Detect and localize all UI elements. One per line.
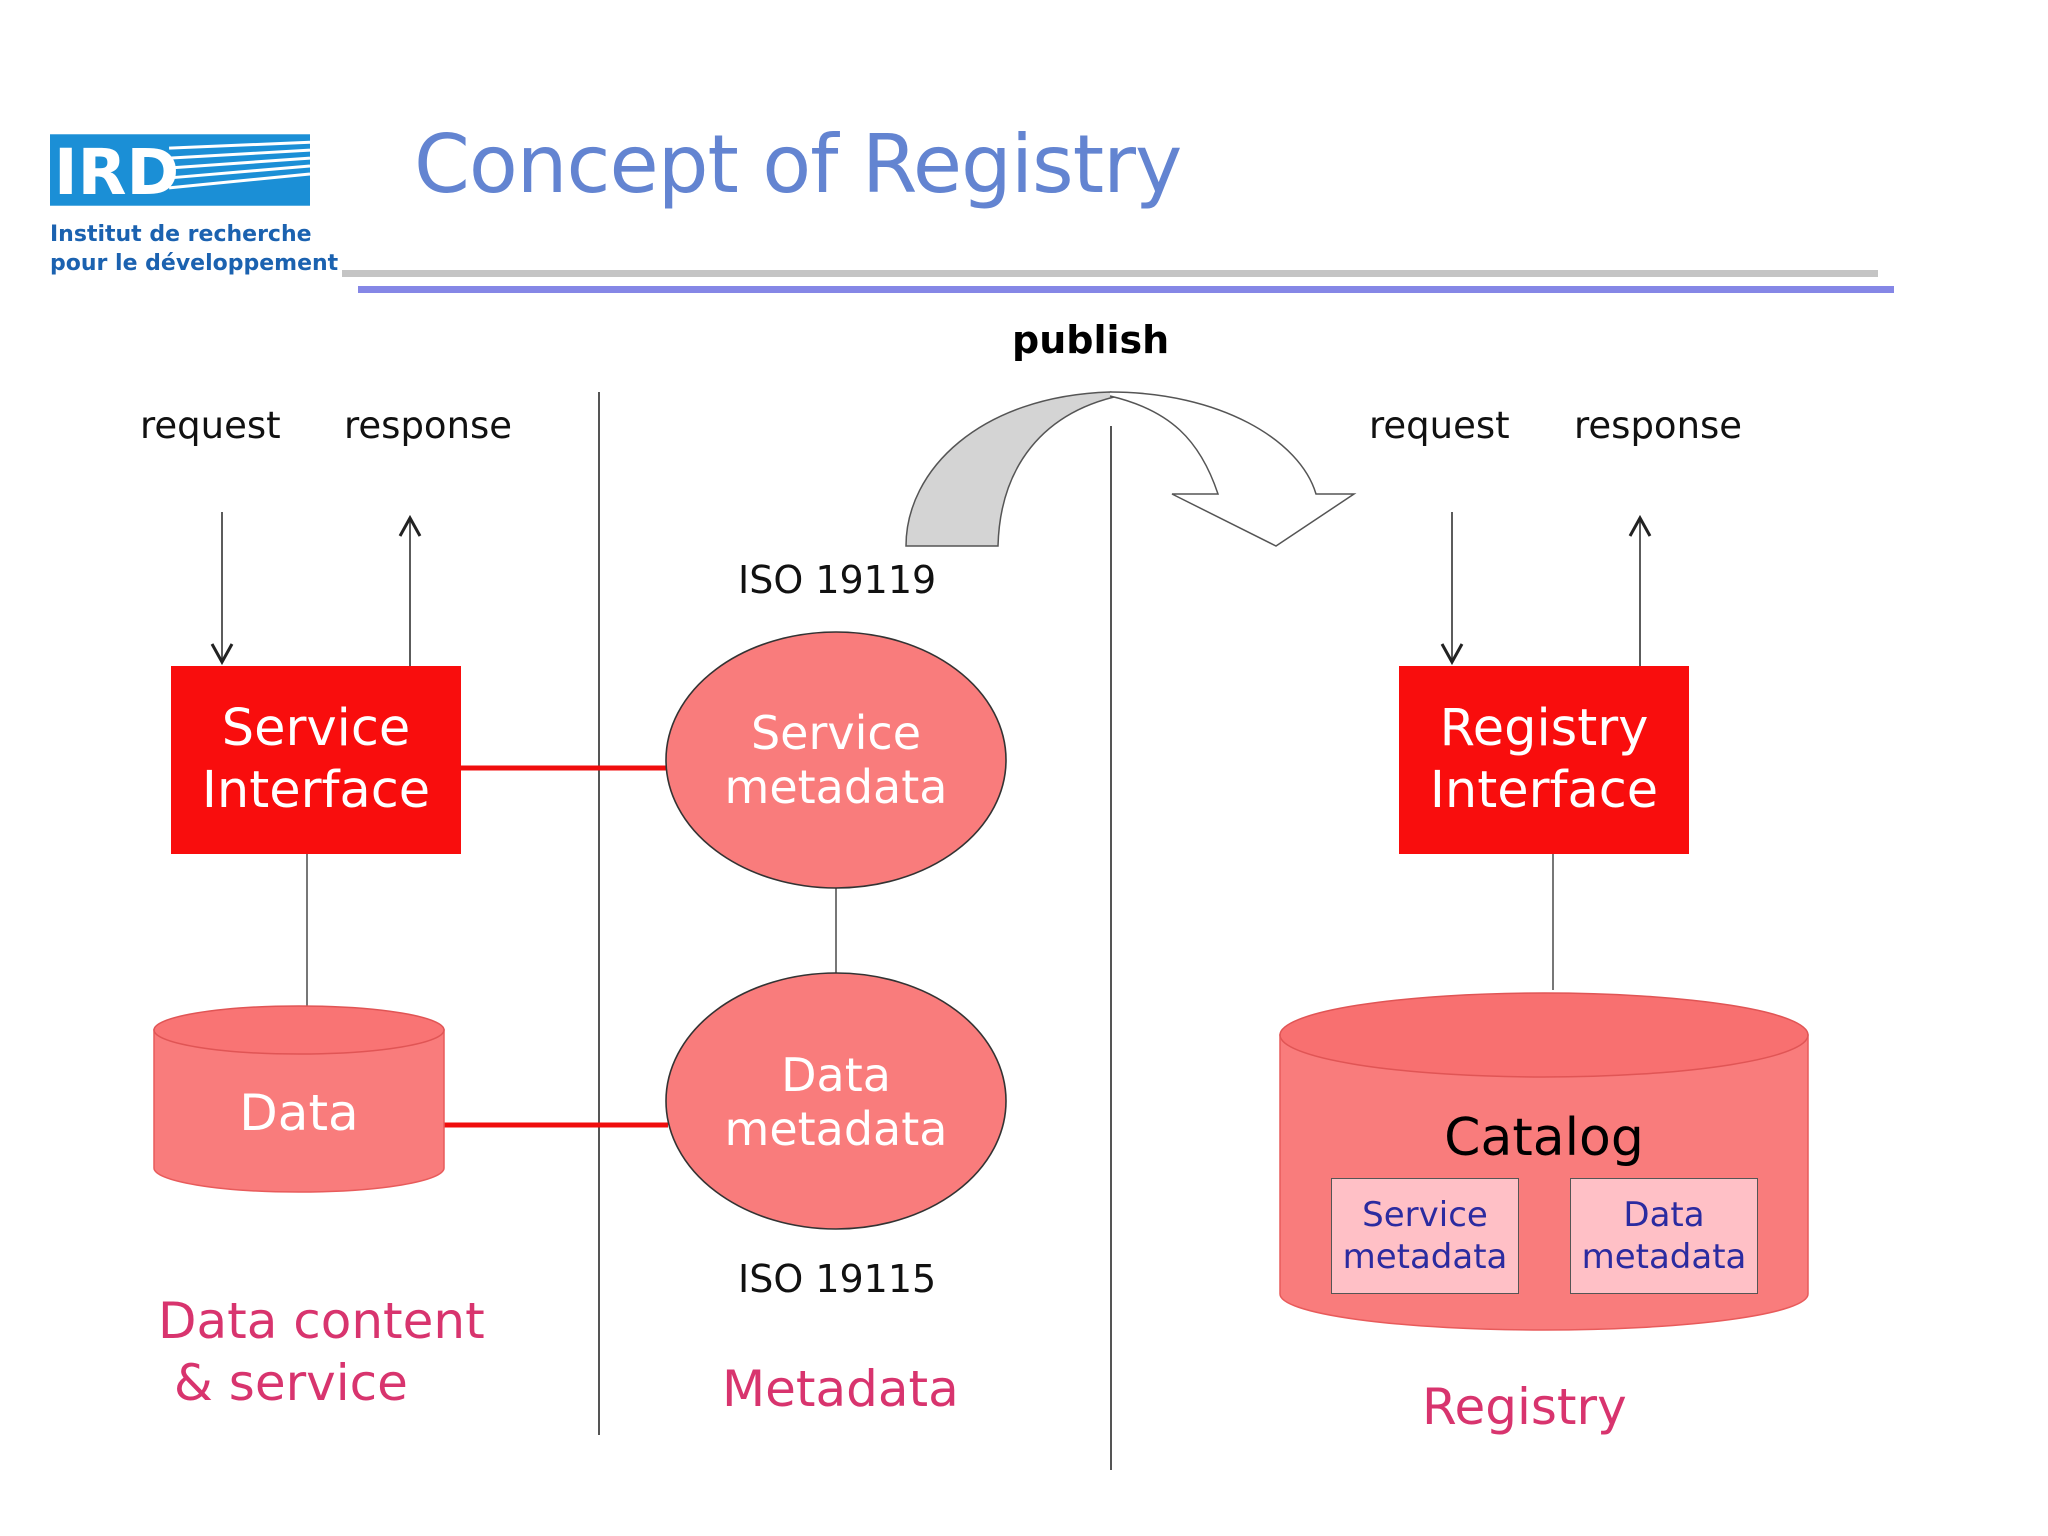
publish-label: publish — [1012, 318, 1170, 362]
title-rule-blue — [358, 286, 1894, 293]
page-title: Concept of Registry — [414, 118, 1182, 211]
catalog-service-metadata-box: Service metadata — [1331, 1178, 1519, 1294]
iso-19115-label: ISO 19115 — [738, 1257, 937, 1301]
logo-line-2: pour le développement — [50, 251, 339, 276]
registry-interface-box: Registry Interface — [1399, 666, 1689, 854]
service-metadata-ellipse — [665, 631, 1007, 889]
logo-line-1: Institut de recherche — [50, 222, 312, 247]
section-metadata: Metadata — [722, 1360, 959, 1418]
data-cylinder-label: Data — [239, 1084, 359, 1142]
service-interface-label: Service Interface — [201, 699, 431, 820]
ird-logo: IRD — [50, 134, 310, 206]
right-request-label: request — [1369, 404, 1510, 447]
catalog-data-metadata-box: Data metadata — [1570, 1178, 1758, 1294]
section-data-content-service: Data content & service — [158, 1292, 485, 1412]
left-response-arrowhead — [398, 514, 422, 537]
right-request-arrowhead — [1440, 643, 1464, 666]
data-cylinder — [153, 1005, 445, 1193]
left-request-arrowhead — [210, 643, 234, 666]
section-registry: Registry — [1422, 1378, 1627, 1436]
right-response-arrowhead — [1628, 514, 1652, 537]
publish-arrow — [905, 391, 1357, 547]
logo-acronym: IRD — [54, 135, 179, 206]
data-metadata-label: Data metadata — [724, 1048, 948, 1156]
right-response-label: response — [1574, 404, 1743, 447]
service-metadata-label: Service metadata — [724, 706, 948, 814]
left-request-label: request — [140, 404, 281, 447]
catalog-label: Catalog — [1444, 1108, 1644, 1168]
service-interface-box: Service Interface — [171, 666, 461, 854]
logo-caption: Institut de recherche pour le développem… — [50, 220, 338, 278]
iso-19119-label: ISO 19119 — [738, 558, 937, 602]
registry-interface-label: Registry Interface — [1429, 699, 1659, 820]
title-rule-gray — [342, 270, 1878, 277]
left-response-label: response — [344, 404, 513, 447]
data-metadata-ellipse — [665, 972, 1007, 1230]
